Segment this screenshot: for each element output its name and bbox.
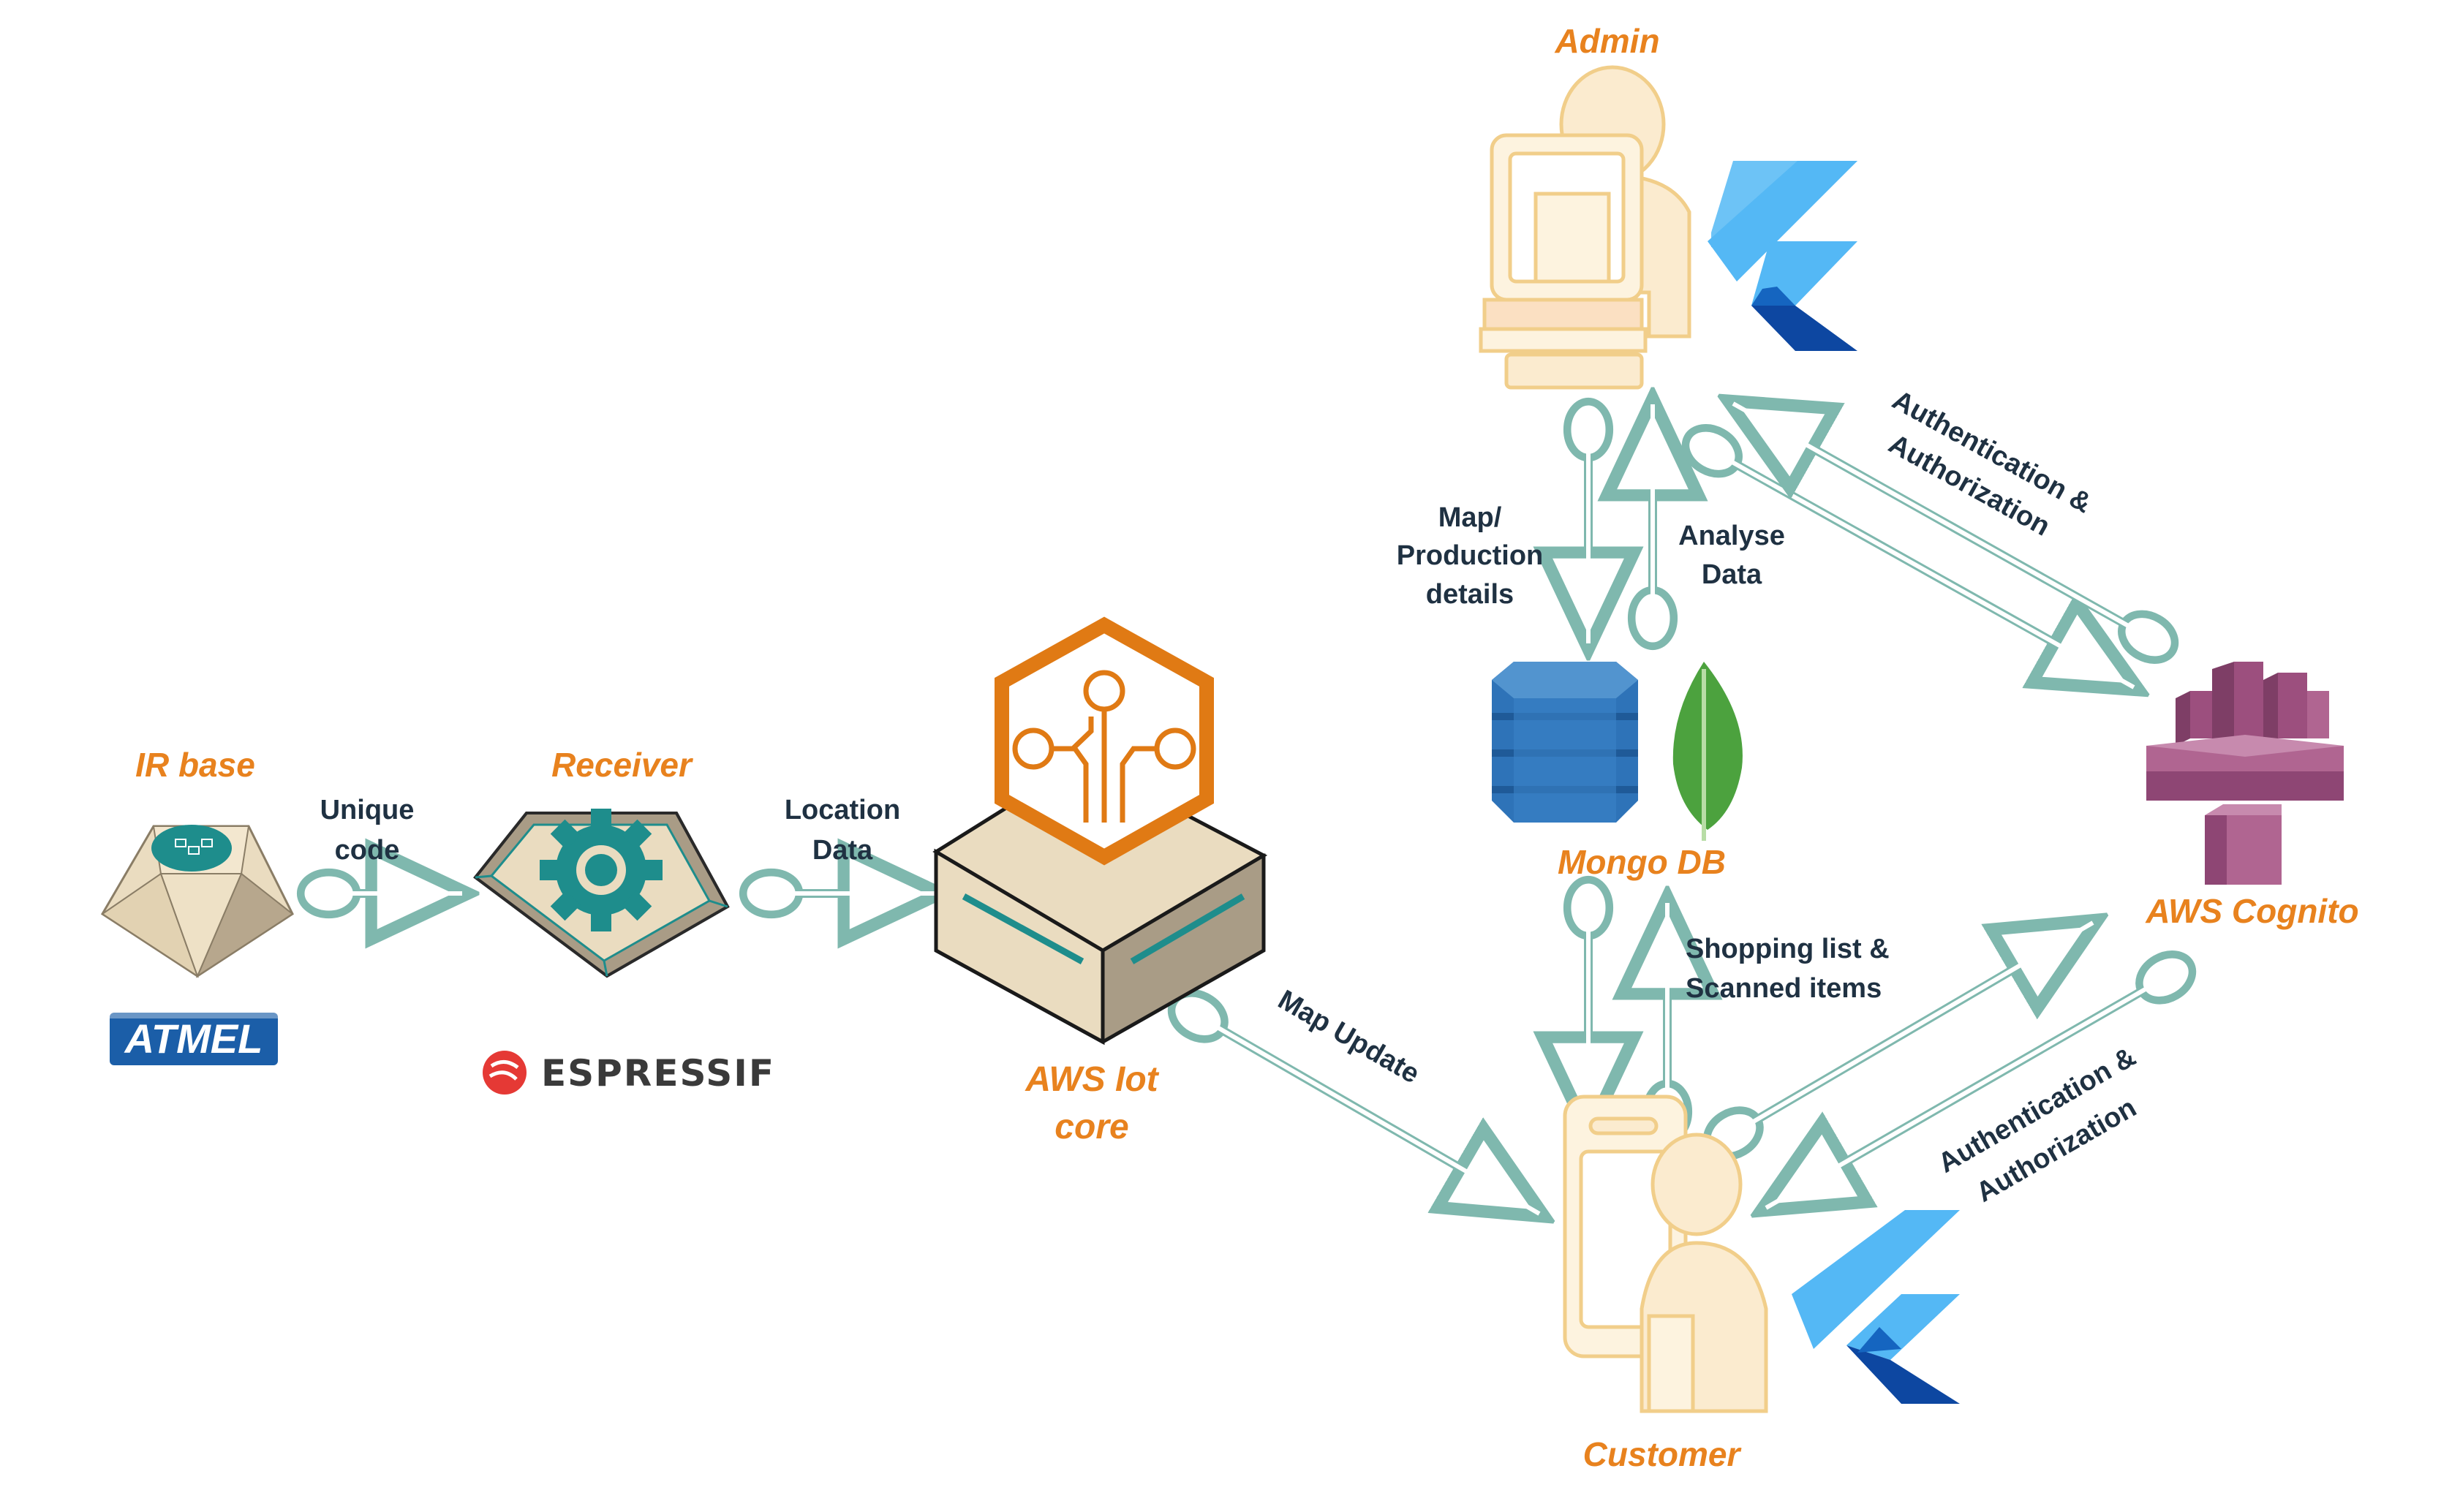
- espressif-logo-text: ESPRESSIF: [541, 1052, 775, 1095]
- atmel-logo-text: ATMEL: [124, 1016, 263, 1062]
- shopping-label-line2: Scanned items: [1686, 973, 1882, 1004]
- admin-node: Admin: [1479, 22, 1857, 390]
- gear-icon: [540, 809, 663, 931]
- flutter-logo-customer: [1792, 1210, 1960, 1404]
- customer-node: Customer: [1563, 1095, 1960, 1473]
- map-production-label-line1: Map/: [1438, 502, 1502, 533]
- database-icon: [1492, 662, 1638, 823]
- map-production-label-line3: details: [1426, 579, 1514, 610]
- receiver-node: Receiver ESPRESSIF: [473, 746, 775, 1095]
- map-production-label-line2: Production: [1397, 540, 1544, 571]
- shopping-label-line1: Shopping list &: [1686, 934, 1890, 964]
- receiver-title: Receiver: [551, 746, 693, 784]
- arrows: [322, 404, 2172, 1214]
- iot-core-title-line2: core: [1055, 1108, 1128, 1146]
- cognito-title: AWS Cognito: [2145, 892, 2358, 930]
- unique-code-label-line2: code: [335, 835, 400, 866]
- location-data-label-line2: Data: [812, 835, 873, 866]
- customer-title: Customer: [1583, 1435, 1742, 1473]
- mongo-node: Mongo DB: [1492, 662, 1743, 881]
- cognito-node: AWS Cognito: [2145, 662, 2359, 930]
- mongodb-leaf-icon: [1672, 662, 1743, 841]
- mobile-user-icon: [1563, 1095, 1768, 1413]
- aws-iot-core-icon: [932, 616, 1268, 1046]
- receiver-device-icon: [473, 809, 730, 978]
- arrow-auth-cognito-to-admin: [1733, 404, 2154, 640]
- iot-core-node: AWS Iot core: [932, 616, 1268, 1146]
- analyse-data-label-line2: Data: [1702, 559, 1762, 590]
- flutter-logo-admin: [1708, 161, 1857, 351]
- arrow-auth-cognito-to-customer: [1766, 974, 2172, 1208]
- iot-hexagon: [995, 616, 1214, 866]
- aws-cognito-icon: [2146, 662, 2344, 885]
- espressif-logo: ESPRESSIF: [483, 1051, 775, 1095]
- unique-code-label-line1: Unique: [320, 795, 415, 825]
- admin-title: Admin: [1554, 22, 1659, 60]
- admin-workstation-icon: [1479, 65, 1691, 390]
- mongo-title: Mongo DB: [1558, 843, 1726, 881]
- ir-base-node: IR base ATMEL: [100, 746, 294, 1065]
- ir-sensor-icon: [100, 825, 294, 978]
- location-data-label-line1: Location: [785, 795, 900, 825]
- analyse-data-label-line1: Analyse: [1678, 521, 1785, 551]
- iot-core-title-line1: AWS Iot: [1025, 1060, 1159, 1099]
- ir-base-title: IR base: [135, 746, 255, 784]
- arrow-map-update: [1192, 1013, 1539, 1214]
- atmel-logo: ATMEL: [110, 1013, 278, 1065]
